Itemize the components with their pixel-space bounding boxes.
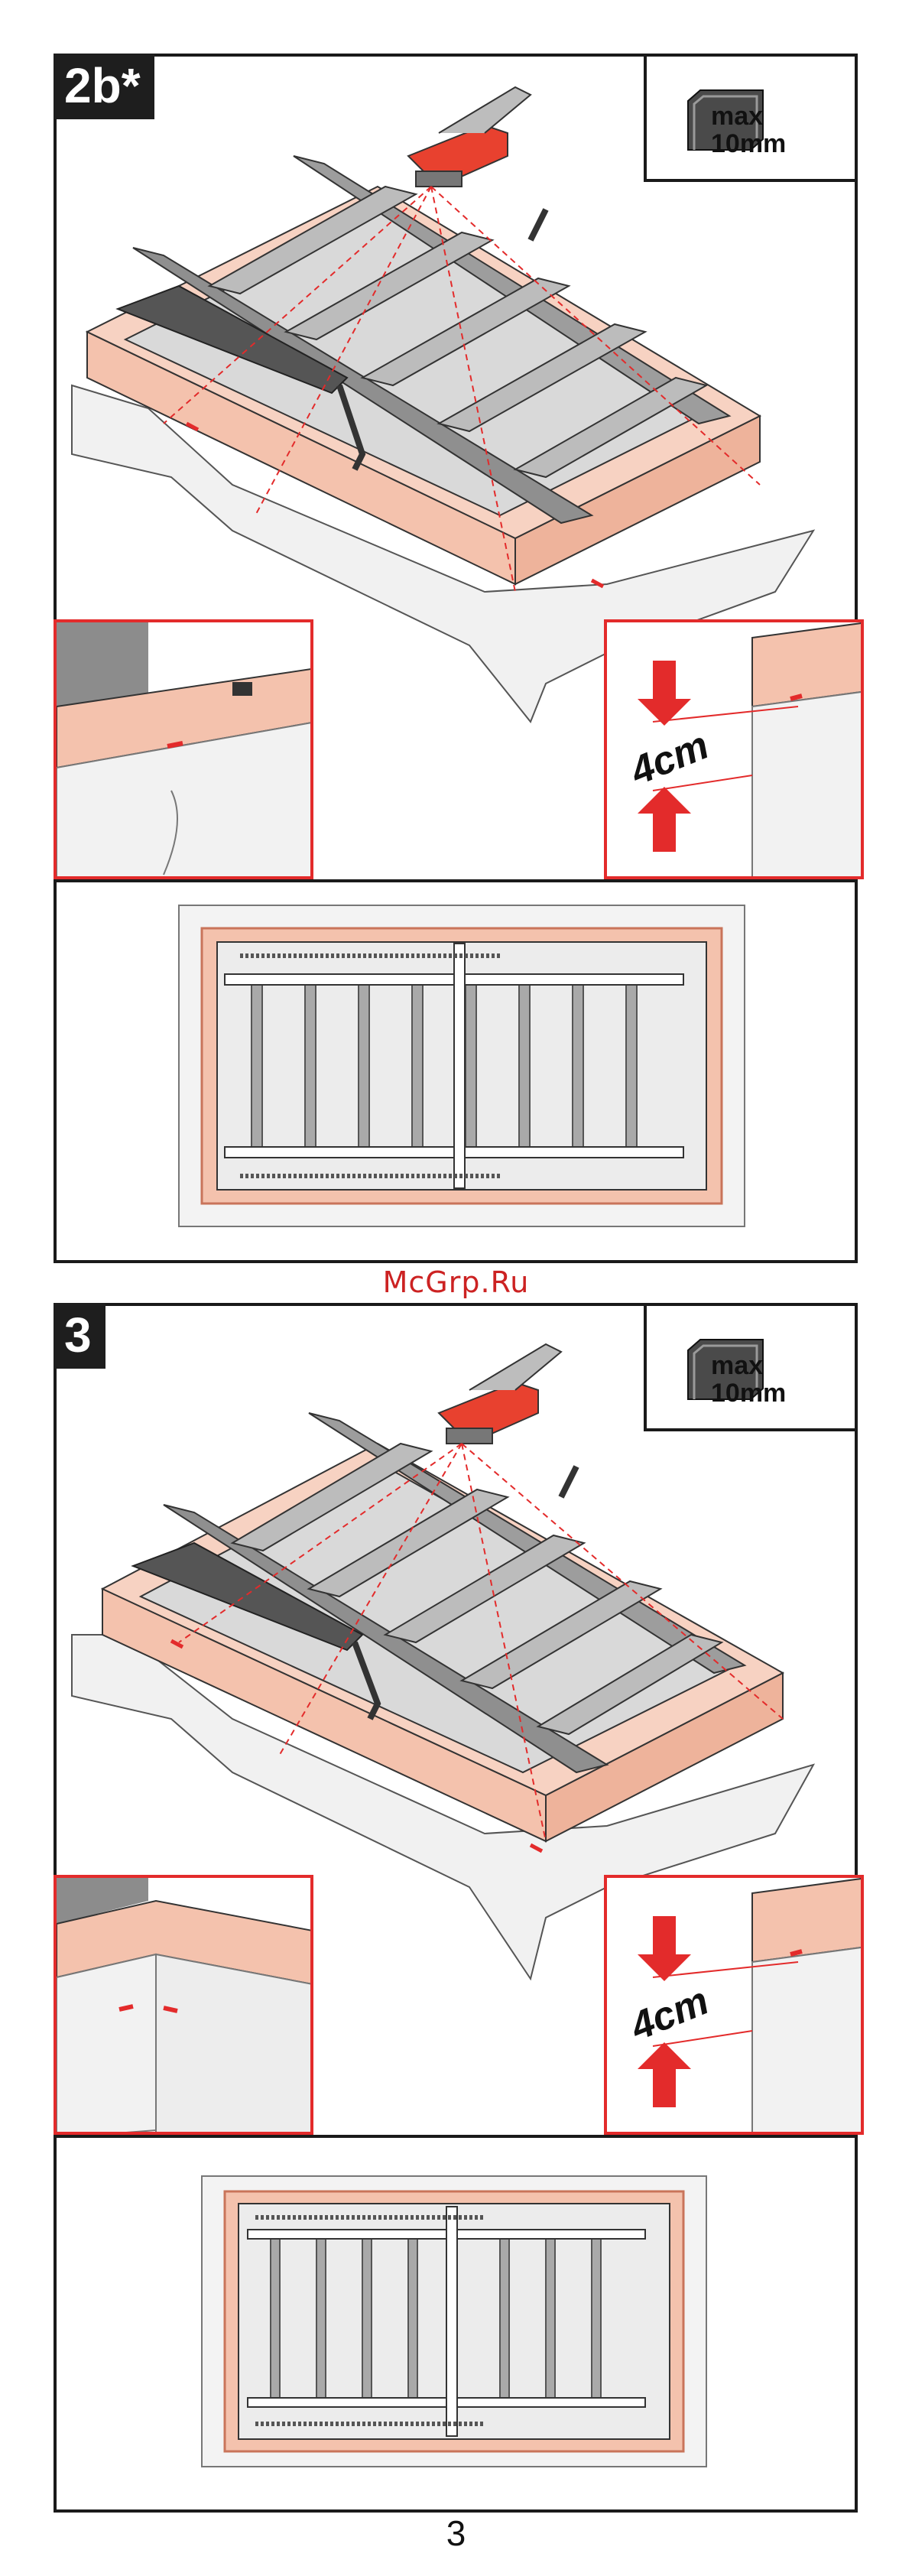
step-label: 2b* xyxy=(54,54,154,119)
staple-max-size: 10mm xyxy=(711,130,786,158)
arrow-down-icon xyxy=(638,661,691,726)
staple-max-label: max 10mm xyxy=(711,1352,786,1407)
staple-size-box: max 10mm xyxy=(644,54,858,182)
detail-corner-staple xyxy=(54,1875,313,2135)
page-number: 3 xyxy=(0,2513,912,2554)
step-panel-3: 3 max 10mm xyxy=(54,1303,858,2513)
detail-4cm-measurement: 4cm xyxy=(604,619,864,879)
detail-corner-staple xyxy=(54,619,313,879)
watermark: McGrp.Ru xyxy=(0,1265,912,1299)
detail-4cm-measurement: 4cm xyxy=(604,1875,864,2135)
step-label: 3 xyxy=(54,1303,105,1369)
staple-max-size: 10mm xyxy=(711,1379,786,1407)
arrow-up-icon xyxy=(638,2042,691,2107)
step-panel-2b: 2b* max 10mm xyxy=(54,54,858,1263)
ladder-top-view xyxy=(57,882,855,1260)
staple-max-label: max 10mm xyxy=(711,102,786,158)
staple-max-word: max xyxy=(711,1352,786,1379)
staple-size-box: max 10mm xyxy=(644,1303,858,1431)
staple-max-word: max xyxy=(711,102,786,130)
stapler-icon xyxy=(439,1344,561,1444)
arrow-up-icon xyxy=(638,787,691,852)
stapler-icon xyxy=(408,87,531,187)
ladder-top-view xyxy=(57,2138,855,2509)
arrow-down-icon xyxy=(638,1916,691,1981)
